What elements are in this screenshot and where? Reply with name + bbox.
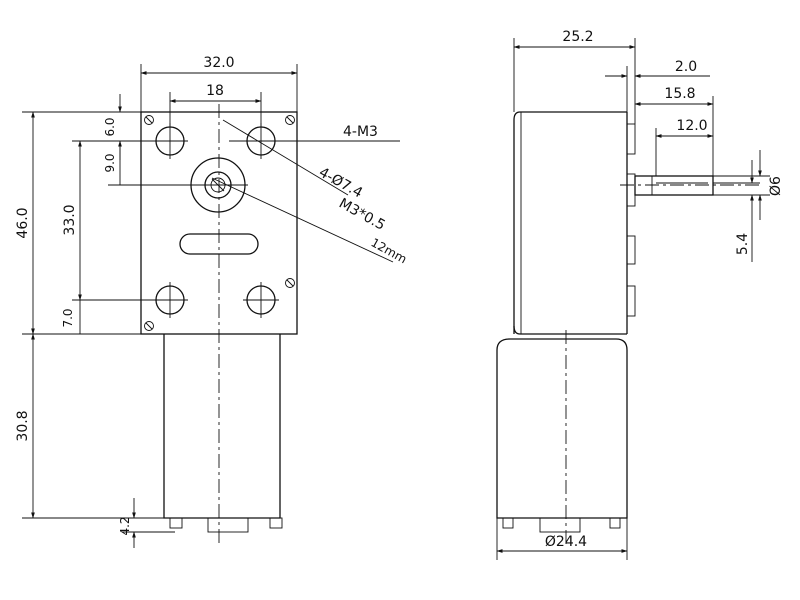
side-motor-can bbox=[496, 330, 628, 545]
dim-overall-depth-label: 25.2 bbox=[562, 29, 593, 45]
motor-can bbox=[163, 334, 283, 533]
callout-hole-diameter-label: 4-Ø7.4 bbox=[316, 165, 365, 202]
output-shaft bbox=[188, 157, 248, 213]
dim-motor-diameter-label: Ø24.4 bbox=[545, 534, 587, 550]
dim-terminal-length: 4.2 bbox=[118, 498, 175, 548]
side-gearbox bbox=[513, 111, 636, 335]
side-output-shaft bbox=[620, 175, 760, 196]
dim-shaft-length-label: 12.0 bbox=[676, 118, 707, 134]
dim-width: 32.0 bbox=[140, 55, 298, 112]
dim-shaft-offset-label: 9.0 bbox=[103, 153, 117, 172]
dim-bottom-hole-offset-label: 7.0 bbox=[61, 308, 75, 327]
dim-height-label: 46.0 bbox=[15, 207, 31, 238]
callout-mount-screws: 4-M3 bbox=[343, 124, 378, 140]
dim-motor-diameter: Ø24.4 bbox=[496, 518, 628, 560]
dim-hole-spacing-y: 33.0 bbox=[62, 140, 156, 301]
dim-bottom-hole-offset: 7.0 bbox=[61, 300, 81, 334]
corner-screws bbox=[144, 115, 295, 331]
dim-top-hole-offset-label: 6.0 bbox=[103, 117, 117, 136]
dim-width-label: 32.0 bbox=[203, 55, 234, 71]
dim-face-to-shaft-label: 15.8 bbox=[664, 86, 695, 102]
dim-motor-length-label: 30.8 bbox=[15, 410, 31, 441]
dim-terminal-length-label: 4.2 bbox=[118, 516, 132, 535]
dim-height: 46.0 bbox=[15, 111, 141, 335]
dim-motor-length: 30.8 bbox=[15, 333, 164, 519]
dim-hole-spacing-y-label: 33.0 bbox=[62, 204, 78, 235]
callout-4m3: 4-M3 bbox=[229, 124, 400, 142]
front-view: 32.0 18 46.0 6.0 9.0 bbox=[15, 55, 409, 548]
dim-hole-spacing-x: 18 bbox=[169, 83, 262, 126]
dim-flat: 5.4 bbox=[713, 160, 760, 262]
dim-shaft-diameter-label: Ø6 bbox=[768, 176, 784, 196]
dim-shaft-diameter: Ø6 bbox=[713, 150, 784, 220]
callout-shaft-thread-label: M3*0.5 bbox=[336, 196, 388, 234]
side-view: 25.2 2.0 15.8 12.0 Ø6 bbox=[496, 29, 784, 560]
dim-shaft-offset: 9.0 bbox=[103, 141, 191, 186]
dim-overall-depth: 25.2 bbox=[513, 29, 636, 124]
callout-thread-depth-label: 12mm bbox=[369, 235, 410, 266]
dim-boss-height: 2.0 bbox=[605, 59, 710, 112]
dim-flat-label: 5.4 bbox=[735, 233, 751, 255]
slot bbox=[179, 233, 259, 255]
callout-shaft-thread: M3*0.5 12mm bbox=[211, 177, 410, 266]
dim-boss-height-label: 2.0 bbox=[675, 59, 697, 75]
dim-top-hole-offset: 6.0 bbox=[103, 94, 158, 160]
dim-shaft-length: 12.0 bbox=[655, 118, 714, 176]
dim-hole-spacing-x-label: 18 bbox=[206, 83, 224, 99]
mounting-holes bbox=[152, 123, 279, 318]
